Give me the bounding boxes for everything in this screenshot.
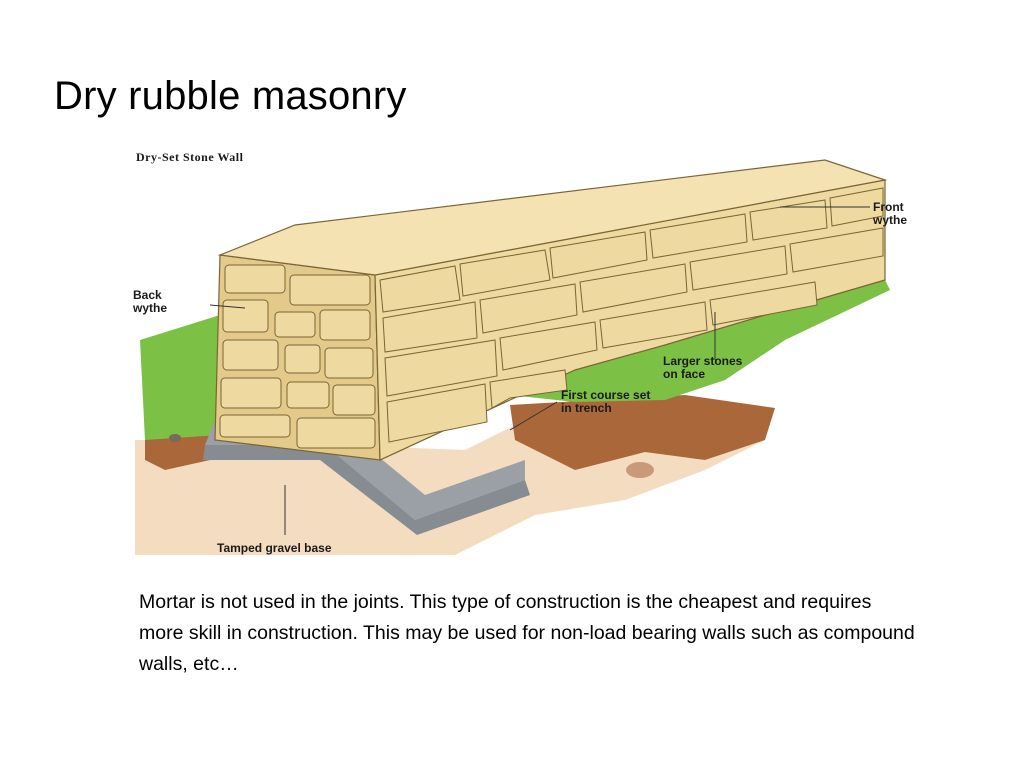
label-gravel-base: Tamped gravel base (217, 541, 332, 555)
grass-right (510, 280, 890, 402)
grass-left (140, 315, 220, 440)
label-larger-stones-1: Larger stones (663, 354, 743, 368)
soil-topsoil-right (510, 395, 775, 470)
slide-body-text: Mortar is not used in the joints. This t… (139, 591, 915, 675)
leader-back-wythe (209, 304, 246, 309)
label-back-wythe-1: Back (133, 288, 162, 302)
label-front-wythe-2: wythe (872, 213, 907, 227)
stone-in-soil (169, 434, 181, 442)
leader-first-course (509, 401, 558, 431)
label-first-course-1: First course set (561, 388, 650, 402)
dry-stone-wall-illustration: Dry-Set Stone Wall Front wythe Back wyth… (125, 140, 925, 570)
slide-title: Dry rubble masonry (54, 74, 407, 118)
label-larger-stones-2: on face (663, 367, 705, 381)
label-first-course-2: in trench (561, 401, 612, 415)
label-back-wythe-2: wythe (132, 301, 167, 315)
wall-top (217, 159, 888, 276)
label-front-wythe-1: Front (873, 200, 904, 214)
figure-heading: Dry-Set Stone Wall (136, 150, 244, 164)
